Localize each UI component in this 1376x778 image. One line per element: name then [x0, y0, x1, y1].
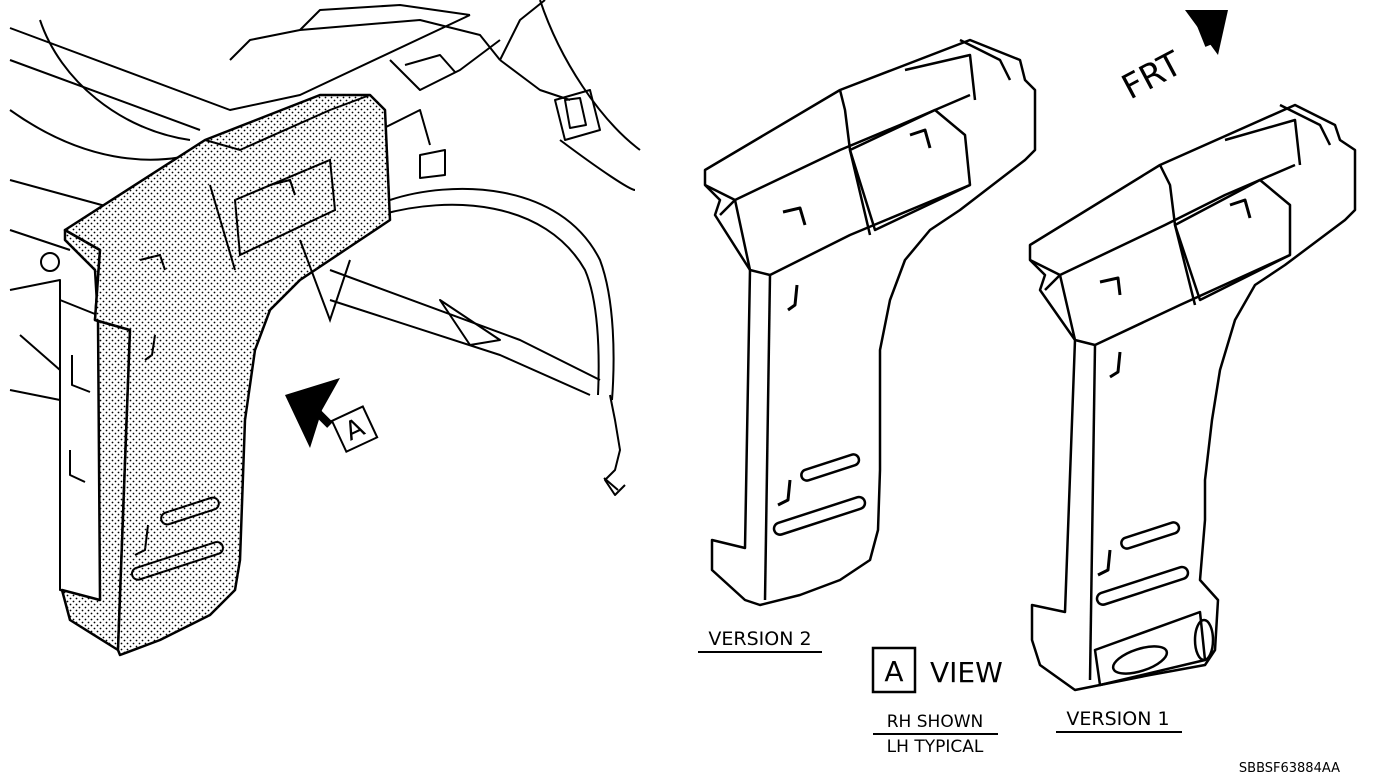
rh-shown-label: RH SHOWN	[887, 712, 983, 732]
version-2-part	[703, 38, 1037, 607]
highlighted-extension-part	[60, 93, 392, 657]
rh-lh-note: RH SHOWN LH TYPICAL	[873, 712, 998, 757]
view-callout-letter: A	[884, 655, 903, 688]
version-1-label: VERSION 1	[1066, 708, 1169, 730]
view-marker-box: A	[330, 405, 379, 454]
vehicle-body-context	[9, 0, 641, 601]
version-2-label: VERSION 2	[708, 628, 811, 650]
front-label: FRT	[1115, 44, 1188, 108]
view-callout-word: VIEW	[930, 656, 1003, 689]
version-1-part	[1028, 103, 1357, 692]
version-1-caption: VERSION 1	[1056, 708, 1182, 733]
front-direction-indicator: FRT	[1115, 10, 1228, 108]
view-direction-arrow	[285, 378, 340, 448]
view-a-callout: A VIEW	[871, 646, 1003, 694]
figure-id: SBBSF63884AA	[1239, 761, 1340, 776]
lh-typical-label: LH TYPICAL	[887, 737, 984, 757]
version-2-caption: VERSION 2	[698, 628, 822, 653]
